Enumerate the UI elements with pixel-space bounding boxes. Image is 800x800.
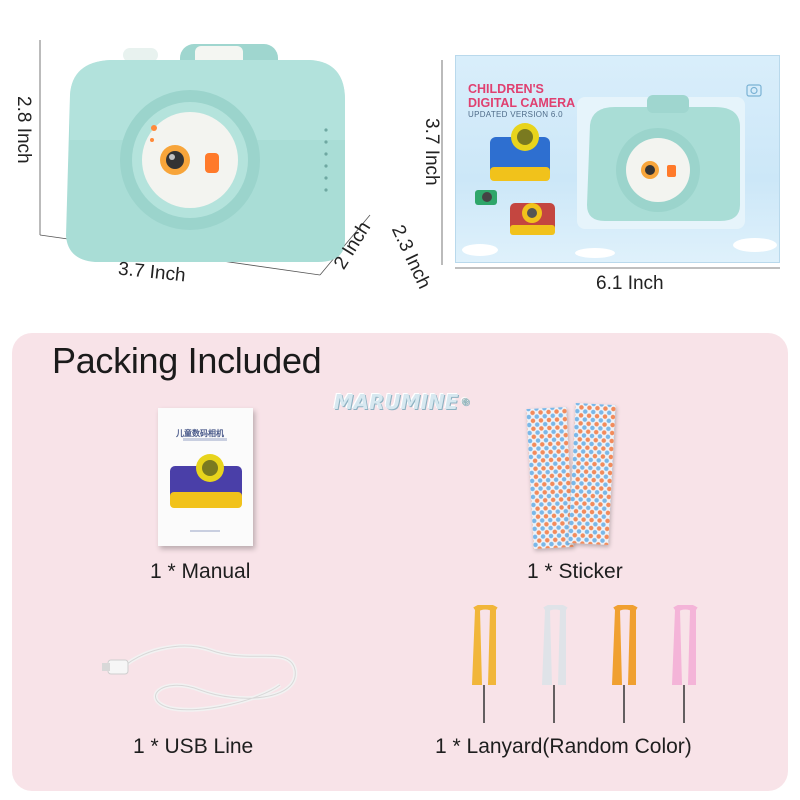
box-title-line1: CHILDREN'S xyxy=(468,82,544,96)
brand-logo: MARUMINE® xyxy=(318,379,486,425)
camera-height-label: 2.8 Inch xyxy=(13,96,34,164)
manual-cover-title: 儿童数码相机 xyxy=(176,429,224,438)
brand-name: MARUMINE xyxy=(333,390,459,414)
sticker-sheet-1 xyxy=(526,407,574,549)
box-width-label: 6.1 Inch xyxy=(596,273,664,294)
usb-line-caption: 1 * USB Line xyxy=(133,735,254,758)
box-title: CHILDREN'S DIGITAL CAMERA xyxy=(468,82,575,110)
box-artwork xyxy=(462,84,777,258)
lanyards-illustration xyxy=(472,605,698,723)
package-box: CHILDREN'S DIGITAL CAMERA UPDATED VERSIO… xyxy=(455,55,780,263)
manual-booklet: 儿童数码相机 xyxy=(158,408,253,546)
camera-illustration xyxy=(39,40,371,276)
box-height-label: 3.7 Inch xyxy=(421,118,442,186)
box-dimension-lines xyxy=(441,60,780,269)
usb-cable-illustration xyxy=(102,644,298,712)
packing-title: Packing Included xyxy=(52,340,322,381)
manual-caption: 1 * Manual xyxy=(150,560,251,583)
box-title-line2: DIGITAL CAMERA xyxy=(468,96,576,110)
brand-registered-mark: ® xyxy=(460,396,471,408)
sticker-caption: 1 * Sticker xyxy=(527,560,623,583)
box-subtitle: UPDATED VERSION 6.0 xyxy=(468,110,563,119)
sticker-sheet-2 xyxy=(568,403,616,545)
manual-camera-illustration xyxy=(170,438,242,532)
packing-panel xyxy=(12,333,788,791)
lanyard-caption: 1 * Lanyard(Random Color) xyxy=(435,735,692,758)
